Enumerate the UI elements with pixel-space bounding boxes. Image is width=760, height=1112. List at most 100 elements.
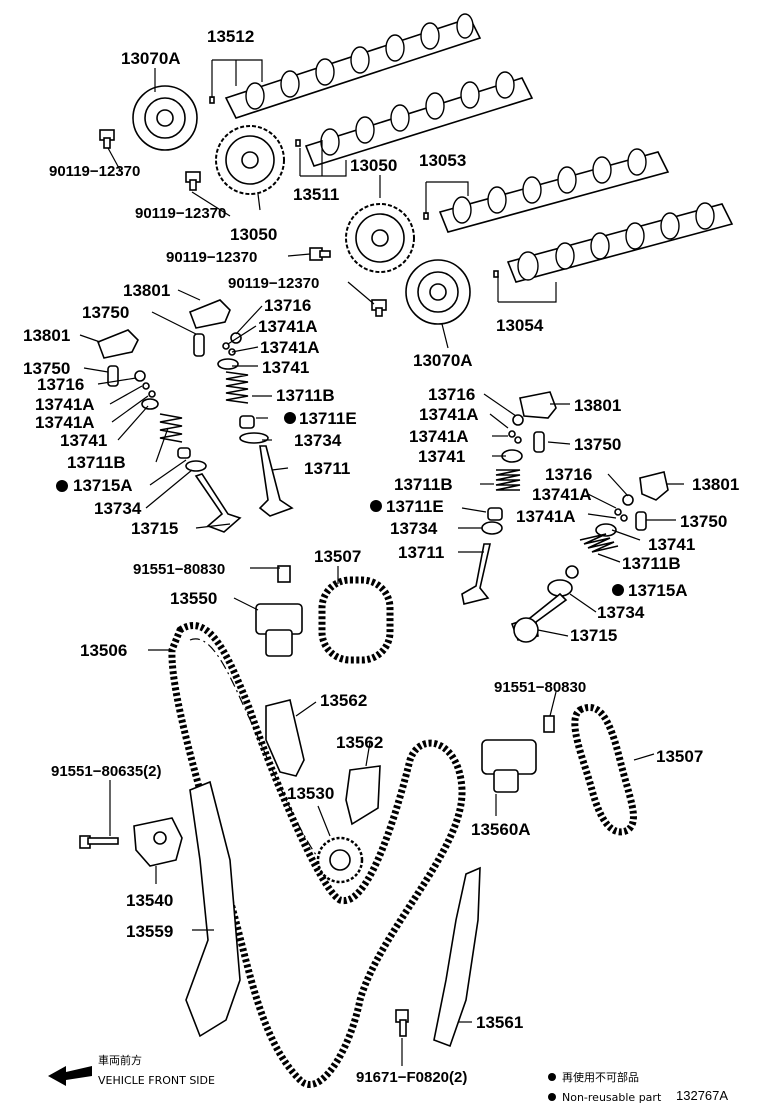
lash-adjuster-d	[635, 511, 647, 531]
label-91671-F0820: 91671−F0820(2)	[356, 1069, 467, 1086]
label-90119-2: 90119−12370	[135, 205, 226, 222]
label-13734-c: 13734	[390, 519, 438, 538]
rocker-arm-13801-a	[188, 299, 231, 329]
label-90119-4: 90119−12370	[228, 275, 319, 292]
label-13050-b: 13050	[350, 156, 397, 175]
label-13741A-c1: 13741A	[419, 405, 479, 424]
label-13801-d: 13801	[692, 475, 739, 494]
chain-13507-a	[318, 576, 394, 664]
label-13562-b: 13562	[336, 733, 383, 752]
label-13511: 13511	[293, 185, 339, 204]
label-13750-d: 13750	[680, 512, 727, 531]
label-13801-c: 13801	[574, 396, 621, 415]
label-13741A-c2: 13741A	[409, 427, 469, 446]
label-13507-b: 13507	[656, 747, 703, 766]
label-13741A-b2: 13741A	[35, 413, 95, 432]
rocker-arm-13801-d	[639, 471, 669, 501]
bolt-90119-icon	[99, 129, 387, 317]
label-13741A-d2: 13741A	[516, 507, 576, 526]
label-13750-c: 13750	[574, 435, 621, 454]
label-90119-1: 90119−12370	[49, 163, 140, 180]
valve-13711-a	[258, 445, 294, 517]
label-13561: 13561	[476, 1013, 523, 1032]
camshaft-13054	[506, 202, 734, 283]
valve-13711-c	[461, 543, 492, 605]
tensioner-13560A	[481, 715, 555, 793]
rocker-arm-13801-c	[519, 391, 557, 419]
label-13716-d: 13716	[545, 465, 592, 484]
label-13716-a: 13716	[264, 296, 311, 315]
lash-adjuster-b	[107, 365, 119, 387]
arrow-left-icon	[48, 1066, 92, 1086]
camshaft-13511	[304, 71, 534, 167]
label-13715-a: 13715	[131, 519, 178, 538]
legend-en: Non-reusable part	[562, 1091, 662, 1104]
label-13716-c: 13716	[428, 385, 475, 404]
vvt-gear-13070A-bottom	[405, 259, 471, 325]
label-13715A-d: 13715A	[628, 581, 688, 600]
non-reusable-dot	[612, 584, 624, 596]
label-13741A-a1: 13741A	[258, 317, 318, 336]
cam-sprocket-13050-a	[215, 125, 285, 195]
rocker-arm-13801-b	[96, 329, 139, 359]
label-13711E-a: 13711E	[299, 409, 357, 428]
guide-13559	[185, 780, 241, 1038]
cam-sprocket-13050-b	[345, 203, 415, 273]
guide-13562-a	[265, 699, 305, 777]
legend-jp: 再使用不可部品	[562, 1070, 639, 1084]
label-13507-a: 13507	[314, 547, 361, 566]
legend: 再使用不可部品 Non-reusable part	[548, 1070, 662, 1104]
valve-seals	[177, 415, 579, 597]
label-91551-80635: 91551−80635(2)	[51, 763, 162, 780]
part-labels: 13512 13070A 90119−12370 90119−12370 130…	[23, 27, 739, 1086]
legend-dot-icon	[548, 1093, 556, 1101]
non-reusable-dot	[56, 480, 68, 492]
legend-dot-icon	[548, 1073, 556, 1081]
direction-jp: 車両前方	[98, 1053, 142, 1067]
label-13562-a: 13562	[320, 691, 367, 710]
label-13715-d: 13715	[570, 626, 617, 645]
diagram-id: 132767A	[676, 1088, 728, 1103]
label-13741-d: 13741	[648, 535, 695, 554]
tensioner-13550	[255, 565, 303, 657]
label-13801-a: 13801	[123, 281, 170, 300]
label-13750-a: 13750	[82, 303, 129, 322]
vvt-gear-13070A-top	[132, 85, 198, 151]
label-13560A: 13560A	[471, 820, 531, 839]
label-13734-d: 13734	[597, 603, 645, 622]
label-13550: 13550	[170, 589, 217, 608]
label-13054: 13054	[496, 316, 544, 335]
label-13741-a: 13741	[262, 358, 309, 377]
label-13711B-d: 13711B	[622, 554, 681, 573]
label-90119-3: 90119−12370	[166, 249, 257, 266]
lash-adjuster-c	[533, 431, 545, 453]
bolts-lower-icon	[79, 835, 409, 1037]
label-13053: 13053	[419, 151, 466, 170]
label-13741A-d1: 13741A	[532, 485, 592, 504]
valve-small-parts	[134, 332, 634, 537]
label-13506: 13506	[80, 641, 127, 660]
label-13711B-a: 13711B	[276, 386, 335, 405]
label-13741A-b1: 13741A	[35, 395, 95, 414]
camshaft-13512	[224, 13, 482, 119]
vehicle-front-indicator: 車両前方 VEHICLE FRONT SIDE	[48, 1053, 215, 1087]
lash-adjuster-a	[193, 333, 205, 357]
label-13711B-b: 13711B	[67, 453, 126, 472]
label-13711E-c: 13711E	[386, 497, 444, 516]
label-13716-b: 13716	[37, 375, 84, 394]
label-13711-a: 13711	[304, 459, 350, 478]
camshaft-13053	[438, 148, 670, 233]
label-13734-b: 13734	[94, 499, 142, 518]
label-13530: 13530	[287, 784, 334, 803]
valve-springs	[159, 371, 619, 553]
label-13711-c: 13711	[398, 543, 444, 562]
leader-lines	[79, 59, 684, 1066]
valve-13715-a	[194, 473, 242, 533]
label-13741-c: 13741	[418, 447, 465, 466]
non-reusable-dot	[284, 412, 296, 424]
label-13741A-a2: 13741A	[260, 338, 320, 357]
label-91551-80830-a: 91551−80830	[133, 561, 225, 578]
label-13715A-a: 13715A	[73, 476, 133, 495]
label-13750-b: 13750	[23, 359, 70, 378]
